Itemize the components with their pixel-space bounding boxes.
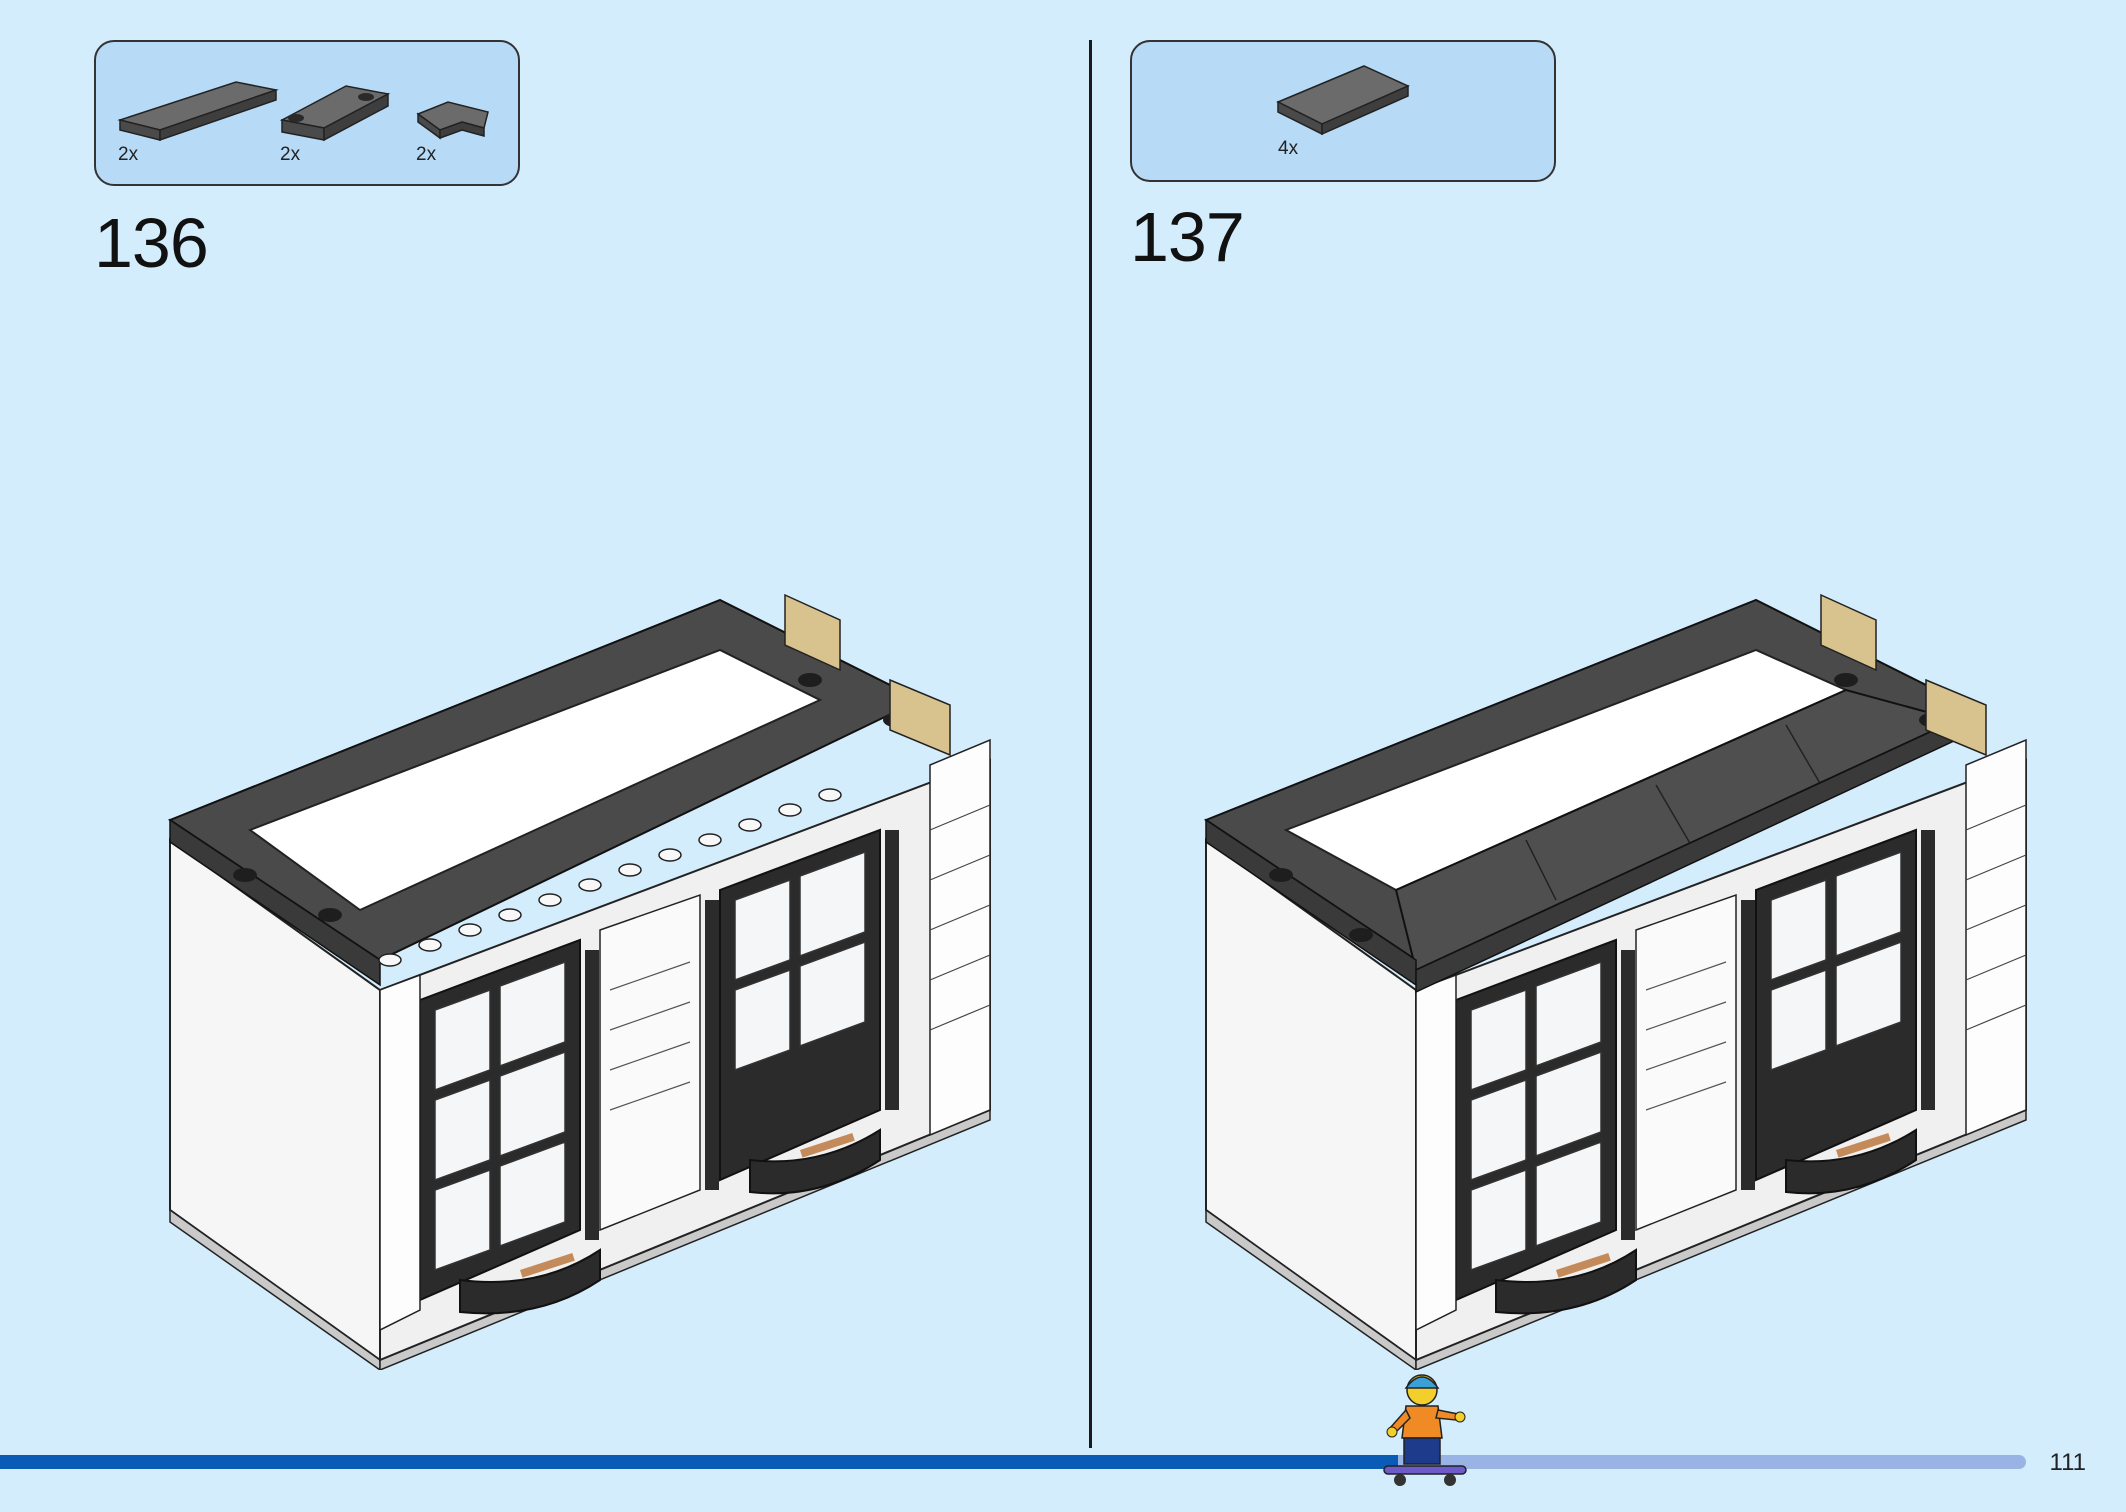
tile-1x6-icon	[117, 81, 279, 142]
minifigure-skateboarder-icon	[1383, 1374, 1467, 1486]
building-model-illustration	[167, 593, 991, 1370]
part-count: 4x	[1278, 138, 1299, 159]
step-number: 136	[94, 204, 209, 282]
parts-list-box: 4x	[1130, 40, 1556, 182]
building-model-illustration	[1203, 593, 2027, 1370]
part-count: 2x	[416, 144, 437, 165]
progress-bar-fill	[0, 1455, 1398, 1469]
page-number: 111	[2049, 1449, 2086, 1476]
step-number: 137	[1130, 198, 1245, 276]
tile-corner-icon	[416, 101, 489, 140]
part-count: 2x	[280, 144, 301, 165]
step-divider	[1089, 40, 1092, 1448]
part-count: 2x	[118, 144, 139, 165]
tile-2x4-icon	[1276, 65, 1410, 136]
parts-list-box: 2x 2x 2x	[94, 40, 520, 186]
plate-two-studs-icon	[279, 85, 391, 142]
